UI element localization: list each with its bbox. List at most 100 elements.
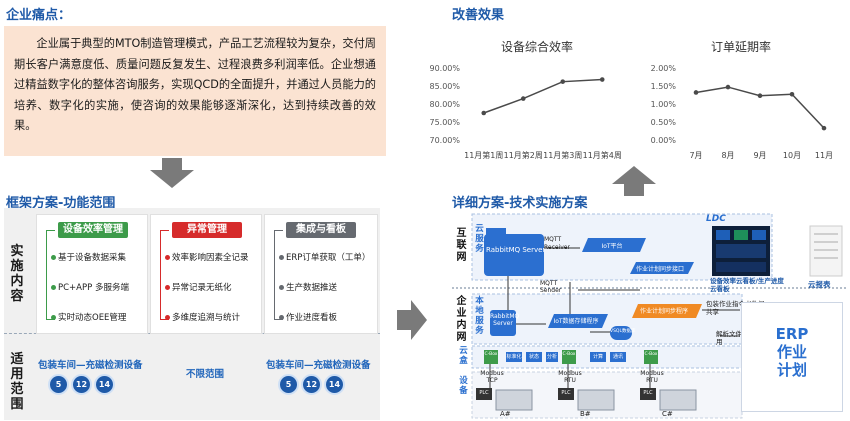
- column-item: 生产数据推送: [286, 283, 338, 293]
- column-item: PC+APP 多服务端: [58, 283, 129, 293]
- series-line: [483, 78, 603, 114]
- scope-right-text: 包装车间—充磁检测设备: [266, 360, 371, 371]
- bracket-exception: [160, 230, 169, 320]
- plc-b: PLC: [561, 390, 571, 396]
- series-line: [695, 86, 825, 129]
- data-point: [789, 91, 795, 97]
- bullet-dot: [279, 315, 284, 320]
- iot-platform-box: IoT平台: [601, 243, 623, 250]
- zone-intranet-label: 企业内网: [456, 296, 468, 344]
- bullet-dot: [165, 285, 170, 290]
- column-item: 作业进度看板: [286, 313, 338, 323]
- column-head-exception: 异常管理: [172, 222, 242, 238]
- bullet-dot: [279, 255, 284, 260]
- down-arrow-icon: [150, 158, 194, 188]
- modbus-b-proto: Modbus: [558, 370, 582, 377]
- oee-chart-title: 设备综合效率: [500, 40, 573, 54]
- zone-cloud-label: 云服务: [475, 224, 485, 254]
- job-sync-cloud-box: 作业计划同步接口: [635, 266, 684, 273]
- x-tick-label: 11月: [815, 151, 833, 160]
- tech-architecture-diagram: [452, 213, 846, 419]
- bullet-dot: [279, 285, 284, 290]
- data-point: [757, 93, 763, 99]
- data-point: [725, 84, 731, 90]
- edge-item: 通讯: [612, 354, 623, 360]
- iot-local-box: IoT数据存储程序: [553, 318, 599, 325]
- x-tick-label: 11月第4周: [583, 150, 622, 160]
- rabbit-local-label: RabbitMQ Server: [490, 313, 520, 327]
- zone-cloud-label-text: 云服务: [475, 224, 484, 254]
- modbus-a-mode: TCP: [486, 377, 498, 384]
- modbus-c-mode: RTU: [646, 377, 658, 384]
- edge-item: 分析: [546, 354, 557, 360]
- y-tick-label: 85.00%: [429, 82, 460, 91]
- x-tick-label: 11月第1周: [464, 150, 503, 160]
- cbox-1: C-Box: [484, 352, 498, 357]
- bullet-dot: [51, 255, 56, 260]
- data-point: [599, 77, 605, 82]
- y-tick-label: 90.00%: [429, 64, 460, 73]
- cbox-3: C-Box: [644, 352, 658, 357]
- mqtt-receiver-label: MQTT Receiver: [544, 236, 570, 251]
- column-item: 多维度追溯与统计: [172, 313, 241, 323]
- data-point: [693, 90, 699, 95]
- mqtt-sender-label: MQTT Sender: [540, 280, 562, 294]
- bullet-dot: [165, 315, 170, 320]
- data-point: [821, 125, 827, 131]
- badge-5: 5: [278, 374, 299, 395]
- y-tick-label: 1.00%: [651, 100, 677, 109]
- column-head-integration: 集成与看板: [286, 222, 356, 238]
- x-tick-label: 8月: [721, 151, 734, 160]
- cbox-2: C-Box: [562, 352, 576, 357]
- row-label-scope-text: 适用范围: [10, 352, 24, 412]
- bullet-dot: [51, 285, 56, 290]
- column-head-equipment: 设备效率管理: [58, 222, 128, 238]
- edge-item: 计算: [592, 354, 603, 360]
- bullet-dot: [165, 255, 170, 260]
- bullet-dot: [51, 315, 56, 320]
- ldc-label: LDC: [706, 214, 726, 224]
- data-point: [481, 110, 487, 116]
- framework-title: 框架方案-功能范围: [6, 196, 116, 211]
- data-point: [560, 79, 566, 84]
- column-item: 效率影响因素全记录: [172, 253, 249, 263]
- badge-12: 12: [301, 374, 322, 395]
- column-item: 实时动态OEE管理: [58, 313, 127, 323]
- erp-plan-box: ERP 作业 计划: [741, 302, 843, 412]
- package-info-label: 包装作业指令书数据共享: [706, 300, 765, 316]
- scope-left-text: 包装车间—充磁检测设备: [38, 360, 143, 371]
- cloud-dashboard-label: 设备效率云看板/生产进度云看板: [710, 277, 784, 293]
- line-c-label: C#: [662, 410, 673, 418]
- zone-device-label: 设备: [459, 376, 469, 396]
- row-label-implementation: 实施内容: [10, 244, 28, 304]
- modbus-a-proto: Modbus: [480, 370, 504, 377]
- vsql-db: VSQL数据库: [610, 329, 636, 334]
- line-a-label: A#: [500, 410, 511, 418]
- erp-line-2: 作业: [776, 343, 807, 361]
- y-tick-label: 75.00%: [429, 118, 460, 127]
- job-sync-local-box: 作业计划同步程序: [639, 308, 688, 315]
- badge-5: 5: [48, 374, 69, 395]
- y-tick-label: 70.00%: [429, 136, 460, 145]
- row-label-implementation-text: 实施内容: [10, 244, 24, 304]
- y-tick-label: 1.50%: [651, 82, 677, 91]
- rabbit-cloud-label: RabbitMQ Server: [486, 246, 546, 254]
- data-point: [520, 96, 526, 101]
- results-title: 改善效果: [452, 8, 505, 23]
- x-tick-label: 11月第3周: [543, 150, 582, 160]
- x-tick-label: 10月: [783, 151, 801, 160]
- x-tick-label: 9月: [753, 151, 766, 160]
- modbus-a-label: Modbus TCP: [480, 370, 504, 384]
- edge-item: 状态: [528, 354, 539, 360]
- badge-14: 14: [94, 374, 115, 395]
- delay-chart-title: 订单延期率: [710, 40, 771, 54]
- line-b-label: B#: [580, 410, 591, 418]
- y-tick-label: 0.50%: [651, 118, 677, 127]
- zone-internet-label: 互联网: [456, 228, 468, 264]
- zone-local-label: 本地服务: [475, 296, 485, 336]
- bracket-equipment: [46, 230, 55, 320]
- edge-item: 标准化: [506, 354, 522, 360]
- zone-local-label-text: 本地服务: [475, 296, 484, 336]
